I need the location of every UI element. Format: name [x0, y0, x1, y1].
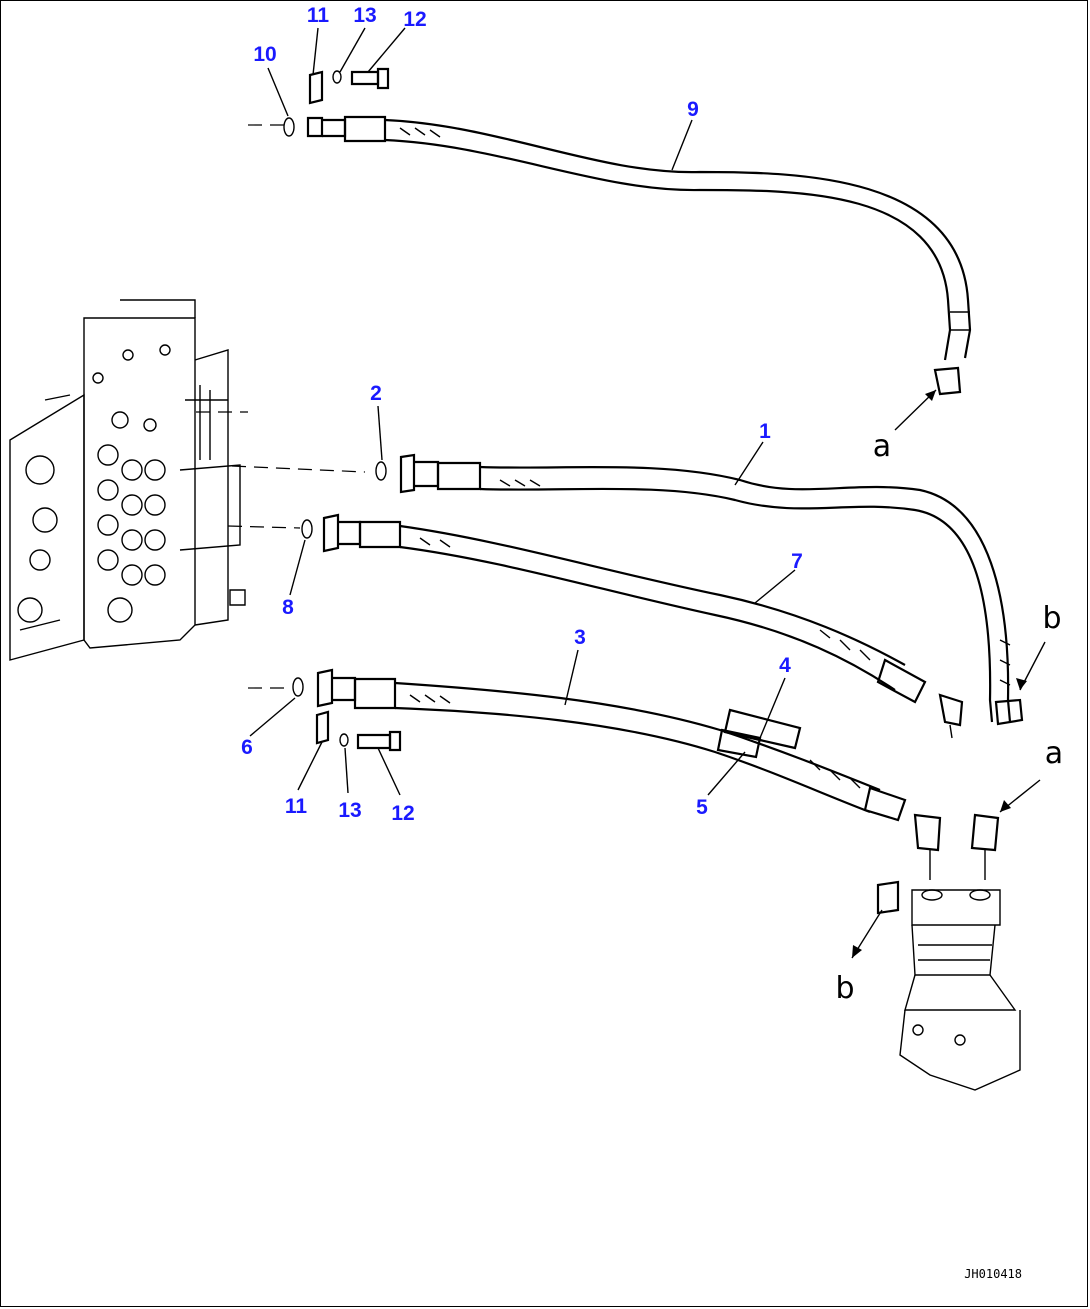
callout-1: 1: [759, 420, 771, 443]
label-a-lower: a: [1045, 736, 1063, 771]
arrow-a-upper-head: [925, 390, 936, 401]
callout-6: 6: [241, 736, 253, 759]
label-b-lower: b: [835, 971, 854, 1006]
arrow-b-middle-head: [1016, 678, 1027, 690]
control-valve: [9, 299, 246, 661]
callout-8: 8: [282, 596, 294, 619]
callout-3: 3: [574, 626, 586, 649]
callout-12-top: 12: [403, 8, 426, 31]
callout-10: 10: [253, 43, 276, 66]
hose-1: [375, 453, 1024, 726]
clamp-bolt-bottom: [315, 710, 402, 752]
centerline-8: [227, 525, 301, 529]
arrow-b-lower-head: [852, 945, 862, 958]
callout-13-bottom: 13: [338, 799, 361, 822]
drawing-code: JH010418: [964, 1267, 1022, 1281]
centerline-2: [231, 465, 366, 473]
swivel-motor: [876, 813, 1021, 1091]
callout-11-bottom: 11: [285, 795, 308, 818]
callout-5: 5: [696, 796, 708, 819]
callout-7: 7: [791, 550, 803, 573]
callout-2: 2: [370, 382, 382, 405]
arrow-a-lower-head: [1000, 800, 1011, 812]
leader-lines: [249, 27, 796, 796]
callout-4: 4: [779, 654, 791, 677]
hose-7: [301, 513, 964, 739]
hose-3: [292, 668, 907, 822]
clamp-bolt-top: [308, 67, 390, 105]
callout-13-top: 13: [353, 4, 376, 27]
callout-12-bottom: 12: [391, 802, 414, 825]
callout-11-top: 11: [307, 4, 330, 27]
callout-9: 9: [687, 98, 699, 121]
hose-9: [283, 115, 972, 396]
label-b-middle: b: [1042, 601, 1061, 636]
label-a-upper: a: [873, 429, 891, 464]
